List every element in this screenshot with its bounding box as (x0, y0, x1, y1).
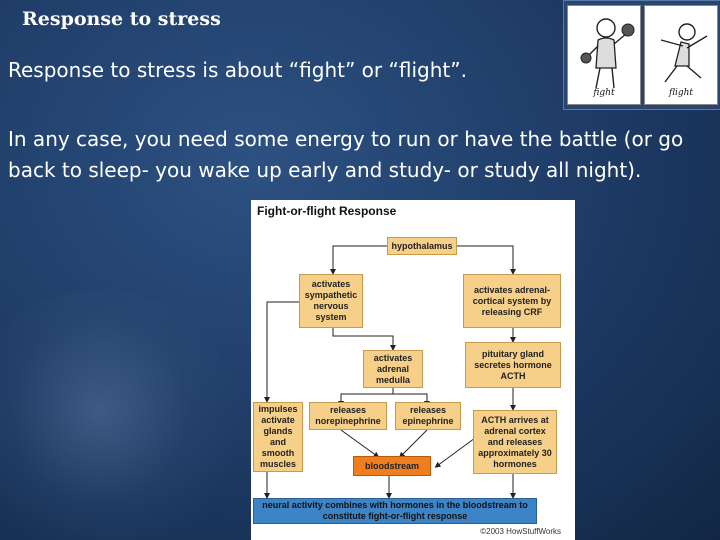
flight-caption: flight (668, 88, 694, 98)
slide-title: Response to stress (22, 8, 221, 30)
fight-flight-images: fight flight (563, 0, 720, 110)
node-bloodstream: bloodstream (353, 456, 431, 476)
body-paragraph: In any case, you need some energy to run… (8, 127, 684, 182)
node-pituitary: pituitary gland secretes hormone ACTH (465, 342, 561, 388)
node-sympathetic: activates sympathetic nervous system (299, 274, 363, 328)
node-norepinephrine: releases norepinephrine (309, 402, 387, 430)
diagram-connectors (264, 245, 516, 499)
node-hypothalamus: hypothalamus (387, 237, 457, 255)
diagram-title: Fight-or-flight Response (257, 204, 397, 218)
node-adrenal-medulla: activates adrenal medulla (363, 350, 423, 388)
fight-caption: fight (593, 88, 615, 98)
body-line-1: Response to stress is about “fight” or “… (8, 58, 467, 82)
node-epinephrine: releases epinephrine (395, 402, 461, 430)
node-acth-arrives: ACTH arrives at adrenal cortex and relea… (473, 410, 557, 474)
node-neural-activity: neural activity combines with hormones i… (253, 498, 537, 524)
node-impulses: impulses activate glands and smooth musc… (253, 402, 303, 472)
boxer-icon (580, 18, 635, 89)
flight-cartoon: flight (644, 5, 718, 105)
fight-or-flight-diagram: Fight-or-flight Response (251, 200, 575, 540)
runner-icon (660, 23, 708, 83)
brain-background-image (0, 290, 240, 540)
fight-cartoon: fight (567, 5, 641, 105)
copyright: ©2003 HowStuffWorks (480, 527, 561, 536)
node-adrenal-cortical: activates adrenal-cortical system by rel… (463, 274, 561, 328)
